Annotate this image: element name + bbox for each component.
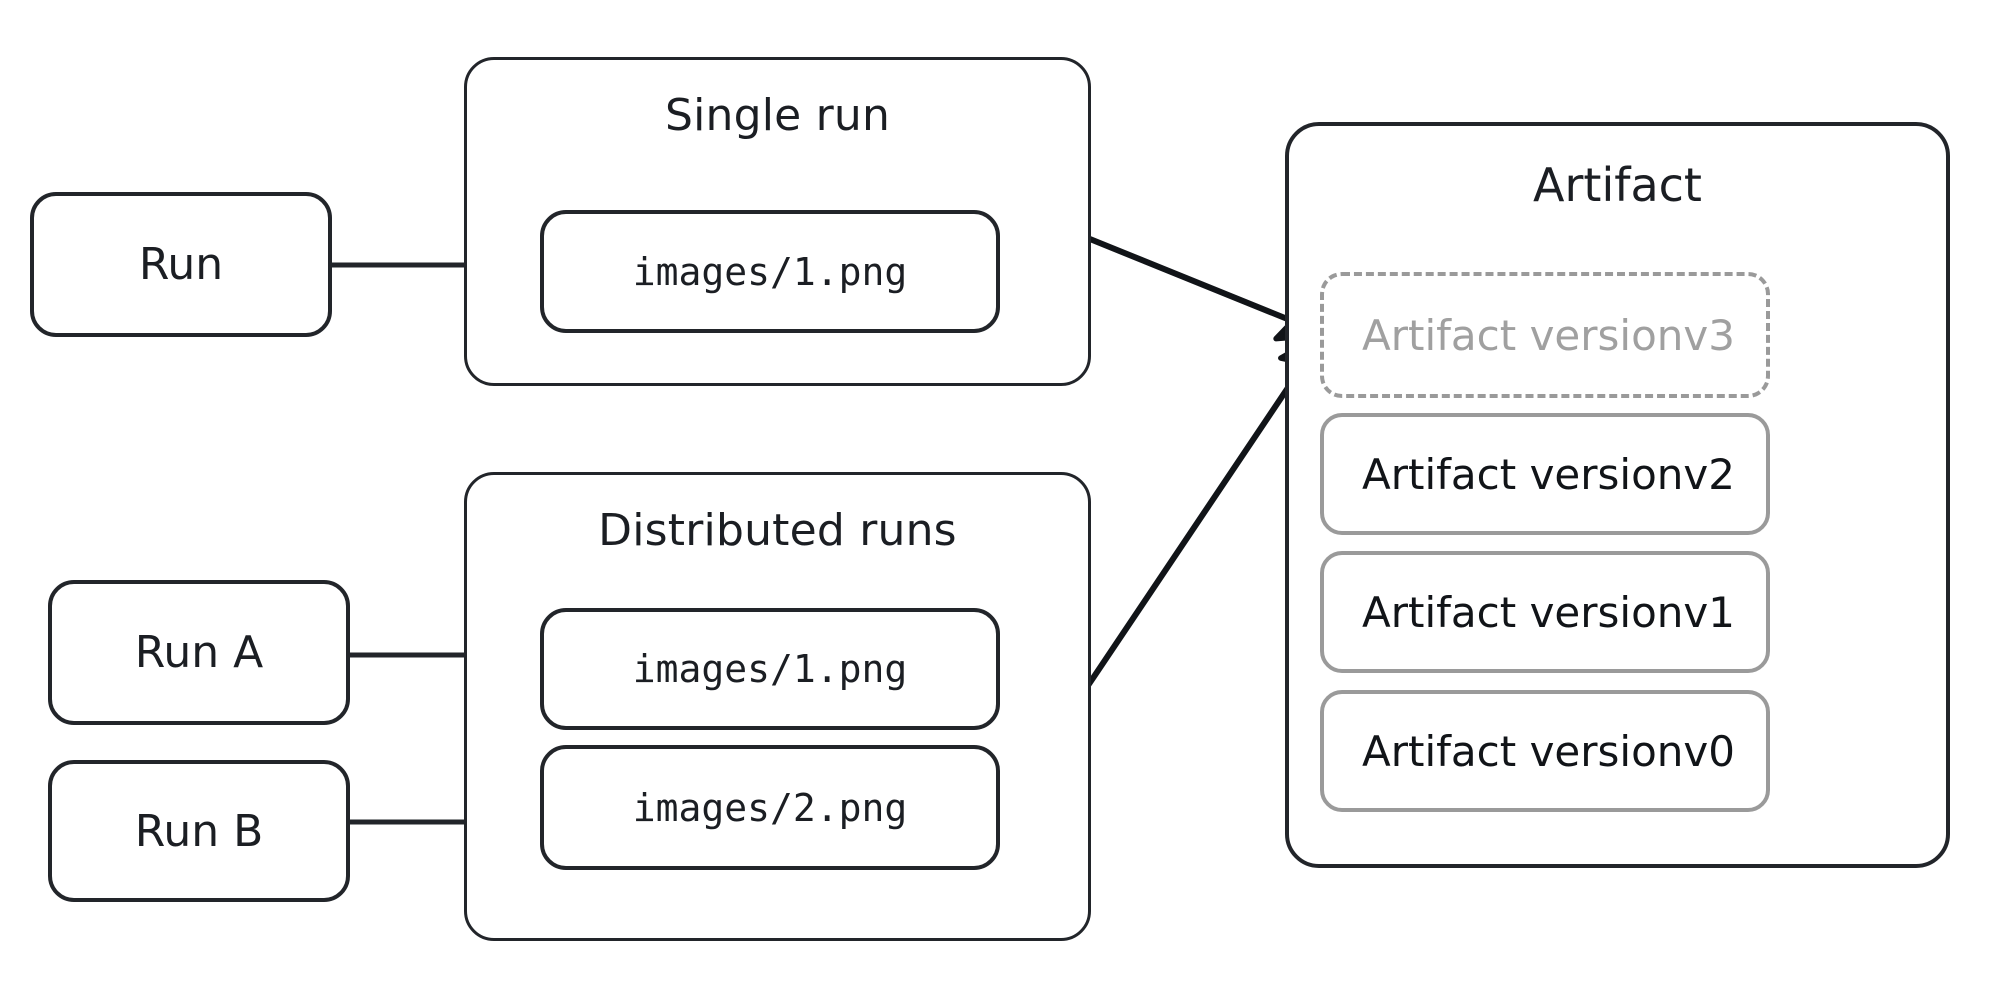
artifact-title: Artifact bbox=[1533, 158, 1702, 212]
group-single-run-title: Single run bbox=[664, 90, 891, 141]
artifact-version-row-v1[interactable]: Artifact version v1 bbox=[1320, 551, 1770, 673]
node-run-b-label: Run B bbox=[134, 805, 264, 857]
artifact-version-row-v2-name: Artifact version bbox=[1362, 449, 1684, 499]
node-run-a[interactable]: Run A bbox=[48, 580, 350, 725]
edge-distributed-to-v3 bbox=[1082, 330, 1328, 692]
file-node-single-images-1-label: images/1.png bbox=[632, 249, 908, 294]
node-run-label: Run bbox=[138, 239, 224, 290]
artifact-version-row-v0[interactable]: Artifact version v0 bbox=[1320, 690, 1770, 812]
artifact-version-row-v3-name: Artifact version bbox=[1362, 310, 1684, 360]
artifact-version-row-v1-name: Artifact version bbox=[1362, 587, 1684, 637]
file-node-dist-images-1[interactable]: images/1.png bbox=[540, 608, 1000, 730]
group-distributed-runs-title: Distributed runs bbox=[598, 505, 957, 556]
artifact-version-row-v3[interactable]: Artifact version v3 bbox=[1320, 272, 1770, 398]
artifact-version-row-v2[interactable]: Artifact version v2 bbox=[1320, 413, 1770, 535]
artifact-version-row-v0-name: Artifact version bbox=[1362, 726, 1684, 776]
artifact-version-row-v1-tag: v1 bbox=[1683, 587, 1735, 637]
artifact-version-row-v2-tag: v2 bbox=[1683, 449, 1735, 499]
file-node-dist-images-2-label: images/2.png bbox=[632, 785, 908, 830]
edge-singlerun-to-v3 bbox=[1083, 234, 1329, 342]
node-run-a-label: Run A bbox=[134, 627, 264, 678]
artifact-version-row-v0-tag: v0 bbox=[1683, 726, 1735, 776]
file-node-single-images-1[interactable]: images/1.png bbox=[540, 210, 1000, 333]
file-node-dist-images-1-label: images/1.png bbox=[632, 647, 908, 691]
node-run[interactable]: Run bbox=[30, 192, 332, 337]
file-node-dist-images-2[interactable]: images/2.png bbox=[540, 745, 1000, 870]
node-run-b[interactable]: Run B bbox=[48, 760, 350, 902]
artifact-version-row-v3-tag: v3 bbox=[1683, 310, 1735, 360]
